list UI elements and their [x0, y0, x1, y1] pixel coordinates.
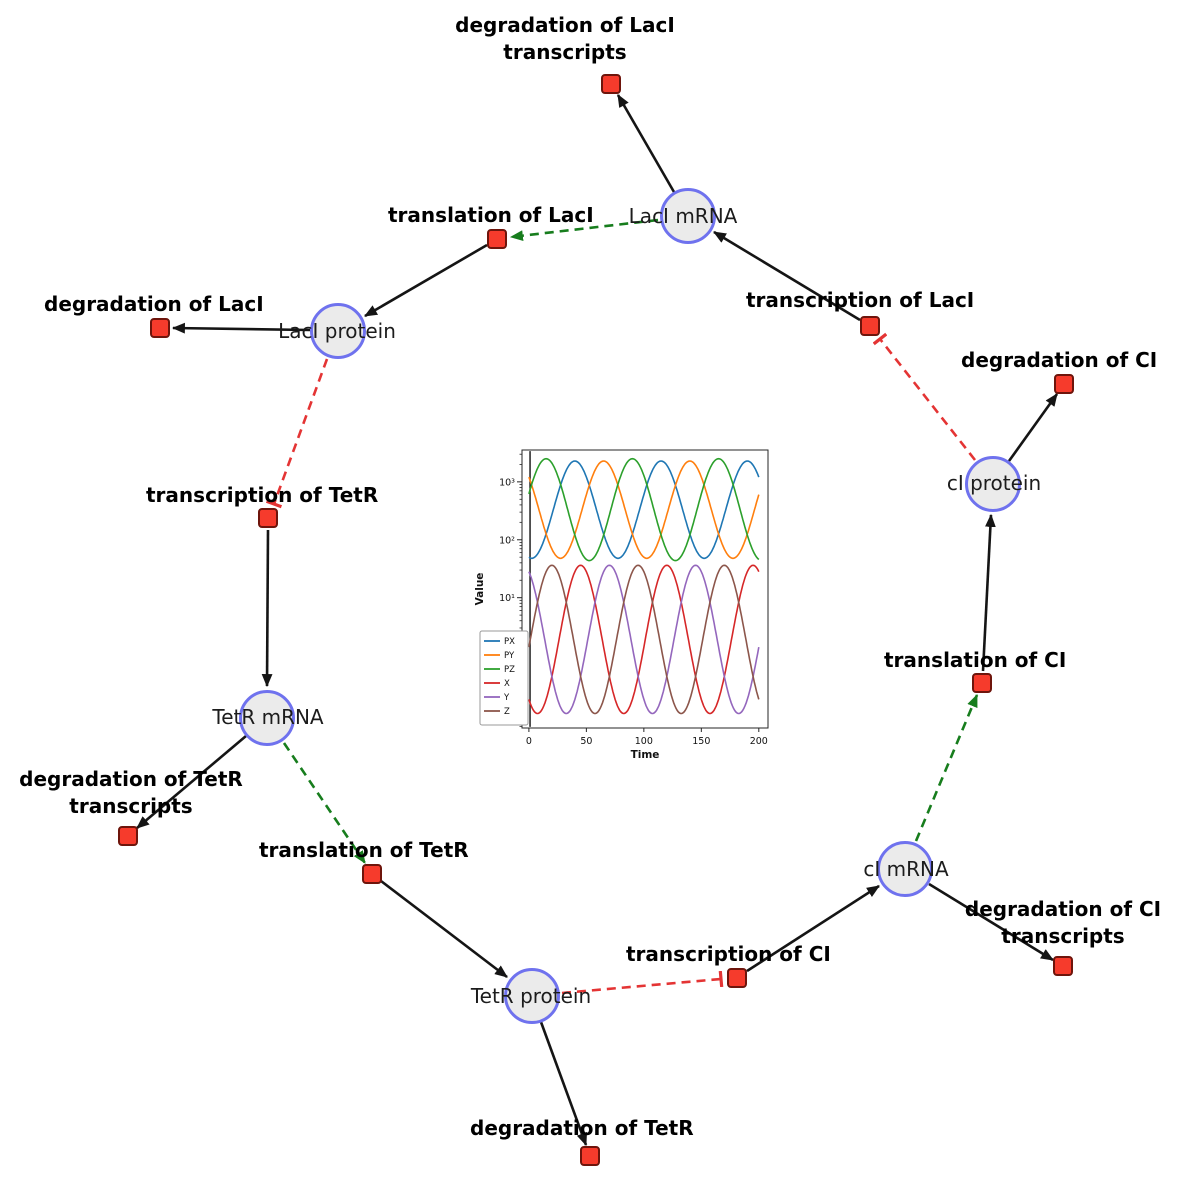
- label-line: degradation of LacI: [455, 13, 675, 37]
- svg-text:200: 200: [750, 736, 768, 747]
- reaction-node-transcription-laci[interactable]: [860, 316, 880, 336]
- svg-text:0: 0: [526, 736, 532, 747]
- edge-translation-tetr-to-tetrprotein: [380, 879, 508, 979]
- edge-transcription-tetr-to-tetrmrna: [261, 529, 273, 688]
- reaction-label-deg-ci: degradation of CI: [961, 348, 1158, 372]
- edge-transcription-ci-to-cimrna: [746, 884, 880, 973]
- species-label-laci-protein: LacI protein: [278, 319, 396, 343]
- reaction-node-deg-ci-transcripts[interactable]: [1053, 956, 1073, 976]
- edge-laciprotein-to-deg-laci: [171, 322, 311, 334]
- edge-ciprotein-inhibits-transcription-laci: [872, 332, 977, 461]
- svg-text:X: X: [504, 679, 510, 689]
- svg-text:PX: PX: [504, 637, 515, 647]
- svg-text:10³: 10³: [499, 477, 515, 488]
- edge-lacimrna-to-translation-laci: [509, 218, 659, 242]
- species-label-tetr-mrna: TetR mRNA: [212, 705, 324, 729]
- edge-cimrna-to-translation-ci: [914, 694, 979, 842]
- svg-text:100: 100: [635, 736, 653, 747]
- svg-text:10²: 10²: [499, 535, 515, 546]
- species-label-laci-mrna: LacI mRNA: [628, 204, 738, 228]
- edge-tetrprotein-inhibits-transcription-ci: [561, 970, 724, 995]
- species-node-tetr-protein[interactable]: [504, 968, 560, 1024]
- reaction-node-translation-ci[interactable]: [972, 673, 992, 693]
- label-line: degradation of CI: [964, 897, 1162, 921]
- label-line: transcripts: [1001, 924, 1125, 948]
- svg-text:PY: PY: [504, 651, 515, 661]
- reaction-label-transcription-laci: transcription of LacI: [746, 288, 975, 312]
- edge-cimrna-to-deg-ci-transcripts: [928, 882, 1054, 962]
- svg-text:150: 150: [692, 736, 710, 747]
- edge-transcription-laci-to-lacimrna: [713, 230, 861, 322]
- svg-text:Z: Z: [504, 707, 510, 717]
- reaction-label-transcription-tetr: transcription of TetR: [146, 483, 379, 507]
- reaction-label-translation-ci: translation of CI: [884, 648, 1067, 672]
- edge-laciprotein-inhibits-transcription-tetr: [265, 358, 329, 509]
- species-node-ci-mrna[interactable]: [877, 841, 933, 897]
- label-line: transcripts: [503, 40, 627, 64]
- edge-ciprotein-to-deg-ci: [1007, 393, 1059, 462]
- species-label-ci-mrna: cI mRNA: [863, 857, 949, 881]
- svg-text:PZ: PZ: [504, 665, 515, 675]
- reaction-label-deg-laci: degradation of LacI: [44, 292, 264, 316]
- label-line: degradation of TetR: [19, 767, 243, 791]
- reaction-node-transcription-ci[interactable]: [727, 968, 747, 988]
- edge-translation-ci-to-ciprotein: [981, 513, 996, 672]
- reaction-label-transcription-ci: transcription of CI: [626, 942, 831, 966]
- svg-text:Value: Value: [474, 573, 486, 606]
- reaction-label-deg-ci-transcripts: degradation of CI transcripts: [965, 896, 1161, 950]
- reaction-node-deg-laci[interactable]: [150, 318, 170, 338]
- reaction-label-translation-tetr: translation of TetR: [259, 838, 469, 862]
- species-label-ci-protein: cI protein: [946, 471, 1042, 495]
- svg-text:10¹: 10¹: [499, 593, 515, 604]
- svg-text:Time: Time: [631, 749, 660, 761]
- reaction-node-translation-laci[interactable]: [487, 229, 507, 249]
- reaction-node-deg-ci[interactable]: [1054, 374, 1074, 394]
- label-line: transcripts: [69, 794, 193, 818]
- reaction-node-translation-tetr[interactable]: [362, 864, 382, 884]
- species-node-laci-mrna[interactable]: [660, 188, 716, 244]
- reaction-node-deg-tetr[interactable]: [580, 1146, 600, 1166]
- svg-text:50: 50: [580, 736, 592, 747]
- species-label-tetr-protein: TetR protein: [470, 984, 592, 1008]
- reaction-node-transcription-tetr[interactable]: [258, 508, 278, 528]
- species-node-tetr-mrna[interactable]: [239, 690, 295, 746]
- reaction-node-deg-tetr-transcripts[interactable]: [118, 826, 138, 846]
- reaction-label-translation-laci: translation of LacI: [388, 203, 594, 227]
- reaction-label-deg-laci-transcripts: degradation of LacI transcripts: [455, 12, 675, 66]
- species-node-laci-protein[interactable]: [310, 303, 366, 359]
- edge-tetrprotein-to-deg-tetr: [539, 1021, 588, 1147]
- edge-lacimrna-to-deg-laci-transcripts: [616, 94, 676, 193]
- reaction-label-deg-tetr: degradation of TetR: [470, 1116, 694, 1140]
- edge-tetrmrna-to-translation-tetr: [282, 742, 367, 864]
- species-node-ci-protein[interactable]: [965, 456, 1021, 512]
- time-course-inset: 10⁻¹10⁰10¹10²10³050100150200TimeValuePXP…: [470, 438, 780, 768]
- edge-translation-laci-to-laciprotein: [364, 243, 488, 318]
- edge-tetrmrna-to-deg-tetr-transcripts: [136, 735, 247, 829]
- reaction-label-deg-tetr-transcripts: degradation of TetR transcripts: [19, 766, 243, 820]
- svg-text:Y: Y: [503, 693, 510, 703]
- reaction-node-deg-laci-transcripts[interactable]: [601, 74, 621, 94]
- time-course-plot: 10⁻¹10⁰10¹10²10³050100150200TimeValuePXP…: [474, 449, 769, 761]
